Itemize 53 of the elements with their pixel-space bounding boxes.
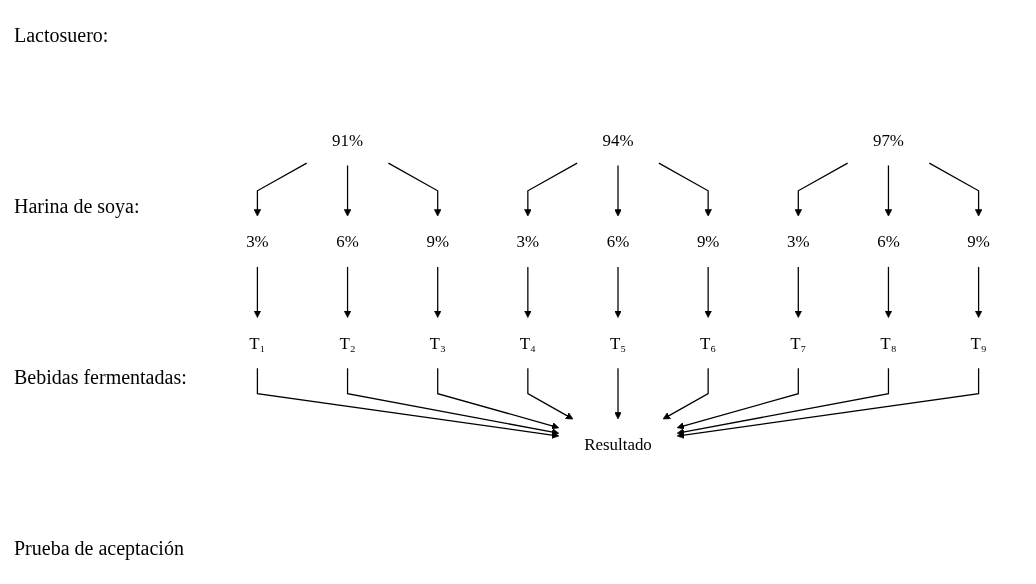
arrow <box>658 162 712 217</box>
arrow <box>676 367 980 439</box>
node-text: 6% <box>336 232 359 251</box>
arrow <box>614 367 622 420</box>
node-text: 3% <box>516 232 540 251</box>
node-text: T₉ <box>970 333 987 352</box>
arrow <box>256 367 560 439</box>
arrow <box>253 266 262 318</box>
node-text: 9% <box>967 232 990 251</box>
node-text: 9% <box>426 232 449 251</box>
node-text: 94% <box>602 130 634 150</box>
node-text: T₈ <box>880 333 897 352</box>
node-text: T₁ <box>249 333 266 352</box>
node-text: 3% <box>246 232 269 251</box>
arrow <box>434 266 442 318</box>
arrow <box>662 367 709 420</box>
arrow <box>614 164 622 217</box>
arrow <box>387 162 442 217</box>
row-label: Prueba de aceptación <box>14 537 185 560</box>
node-text: 91% <box>332 130 364 150</box>
arrow <box>527 367 574 420</box>
node-text: 3% <box>787 232 810 251</box>
row-label: Lactosuero: <box>14 24 110 47</box>
node-text: T₂ <box>339 333 356 352</box>
arrow <box>794 266 802 318</box>
node-text: T₅ <box>609 333 627 352</box>
arrow <box>884 164 893 217</box>
arrow <box>928 162 983 217</box>
arrow <box>524 266 532 318</box>
node-text: T₆ <box>700 333 717 352</box>
node-text: T₃ <box>429 333 446 352</box>
arrow <box>343 164 352 217</box>
arrow <box>253 162 308 217</box>
node-text: 6% <box>606 232 630 251</box>
arrow <box>884 266 893 318</box>
arrow <box>974 266 983 318</box>
node-text: T₄ <box>519 333 536 352</box>
row-label: Bebidas fermentadas: <box>14 366 188 389</box>
arrow <box>437 367 560 430</box>
arrow <box>346 367 560 436</box>
arrow <box>524 162 578 217</box>
node-text: 9% <box>696 232 720 251</box>
node-text: Resultado <box>584 434 652 454</box>
arrow <box>676 367 799 430</box>
arrow <box>794 162 849 217</box>
node-text: 97% <box>872 130 904 150</box>
arrow <box>343 266 352 318</box>
row-label: Harina de soya: <box>14 195 141 218</box>
arrow <box>704 266 712 318</box>
node-text: T₇ <box>790 333 807 352</box>
arrow <box>614 266 622 318</box>
node-text: 6% <box>877 232 900 251</box>
arrow <box>676 367 890 436</box>
